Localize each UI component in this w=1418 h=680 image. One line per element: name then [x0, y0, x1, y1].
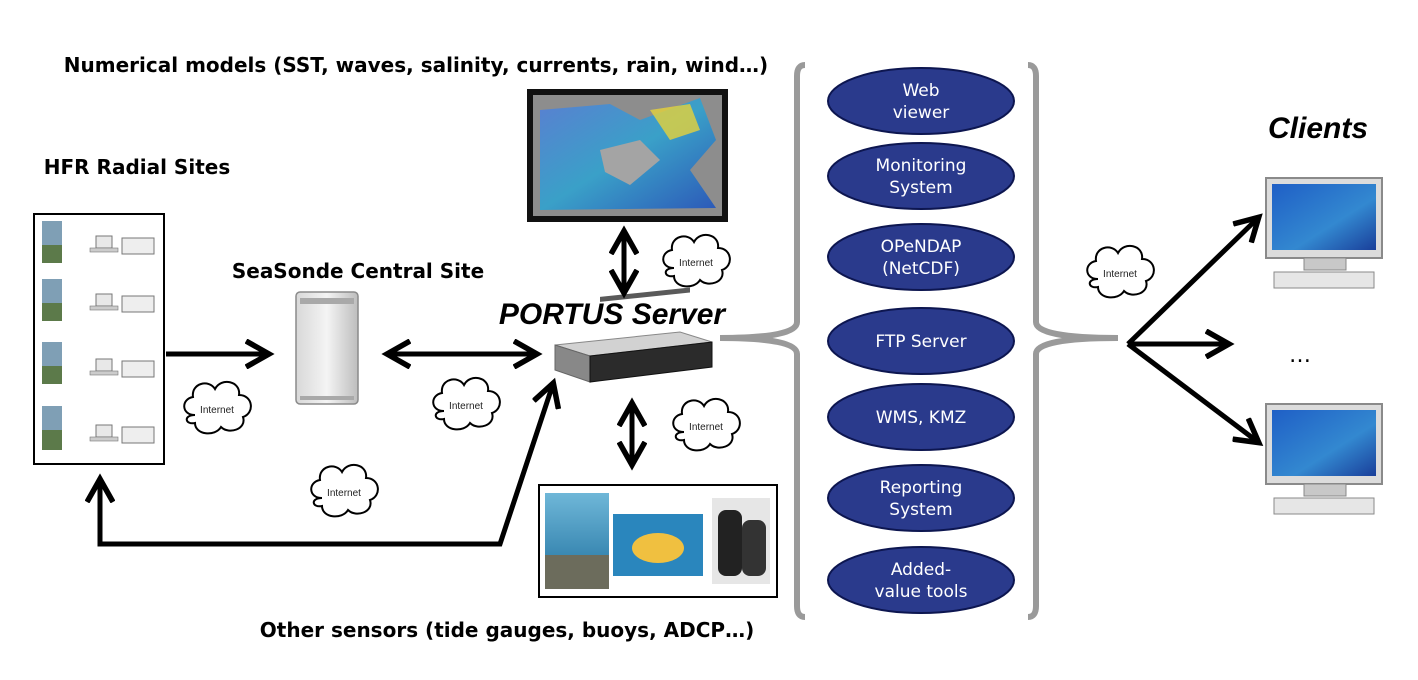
- internet-cloud: Internet: [672, 397, 741, 452]
- service-oval-shape: [827, 67, 1015, 135]
- arrow-to-client-bottom: [1126, 342, 1258, 442]
- hfr-sites-label: HFR Radial Sites: [44, 155, 230, 179]
- service-label: System: [889, 500, 952, 520]
- service-label: FTP Server: [875, 332, 966, 352]
- client-computer-top: [1265, 177, 1383, 289]
- arrow-to-client-top: [1126, 218, 1258, 346]
- service-oval: OPeNDAP(NetCDF): [827, 223, 1015, 291]
- internet-cloud-label: Internet: [449, 401, 483, 412]
- service-label: Added-: [891, 560, 951, 580]
- service-label: (NetCDF): [882, 259, 960, 279]
- numerical-models-map: [527, 89, 728, 222]
- service-label: WMS, KMZ: [876, 408, 967, 428]
- internet-cloud-label: Internet: [327, 488, 361, 499]
- other-sensors-label: Other sensors (tide gauges, buoys, ADCP……: [260, 618, 754, 642]
- internet-cloud-label: Internet: [200, 405, 234, 416]
- seasonde-tower-computer: [295, 291, 359, 405]
- internet-cloud: Internet: [183, 380, 252, 435]
- service-oval-shape: [827, 142, 1015, 210]
- hfr-site-row: [42, 221, 155, 263]
- service-oval-shape: [827, 223, 1015, 291]
- hfr-site-row: [42, 342, 155, 384]
- internet-cloud-label: Internet: [679, 258, 713, 269]
- service-label: value tools: [875, 582, 968, 602]
- portus-server-label: PORTUS Server: [499, 298, 728, 331]
- service-oval: Added-value tools: [827, 546, 1015, 614]
- client-computer-bottom: [1265, 403, 1383, 515]
- internet-cloud: Internet: [310, 463, 379, 518]
- service-label: OPeNDAP: [881, 237, 962, 257]
- service-oval-shape: [827, 383, 1015, 451]
- clients-label: Clients: [1268, 112, 1368, 145]
- service-label: Monitoring: [876, 156, 967, 176]
- services-right-brace: [1027, 62, 1119, 620]
- service-oval-shape: [827, 307, 1015, 375]
- seasonde-label: SeaSonde Central Site: [232, 259, 484, 283]
- service-oval: WMS, KMZ: [827, 383, 1015, 451]
- internet-cloud: Internet: [1086, 244, 1155, 299]
- service-label: Reporting: [880, 478, 963, 498]
- service-label: Web: [902, 81, 939, 101]
- hfr-site-row: [42, 279, 155, 321]
- hfr-sites-panel: [33, 213, 165, 465]
- internet-cloud-label: Internet: [1103, 269, 1137, 280]
- internet-cloud: Internet: [662, 233, 731, 288]
- service-label: viewer: [893, 103, 950, 123]
- arrow-loop-hfr-portus: [100, 384, 553, 547]
- services-left-brace: [719, 62, 806, 620]
- service-label: System: [889, 178, 952, 198]
- service-oval: FTP Server: [827, 307, 1015, 375]
- internet-cloud: Internet: [432, 376, 501, 431]
- numerical-models-label: Numerical models (SST, waves, salinity, …: [64, 53, 768, 77]
- arrows: [100, 218, 1258, 547]
- service-oval-shape: [827, 546, 1015, 614]
- internet-cloud-label: Internet: [689, 422, 723, 433]
- other-sensors-panel: [538, 484, 778, 598]
- ellipsis-label: …: [1289, 343, 1315, 368]
- services-list: WebviewerMonitoringSystemOPeNDAP(NetCDF)…: [827, 67, 1015, 614]
- service-oval-shape: [827, 464, 1015, 532]
